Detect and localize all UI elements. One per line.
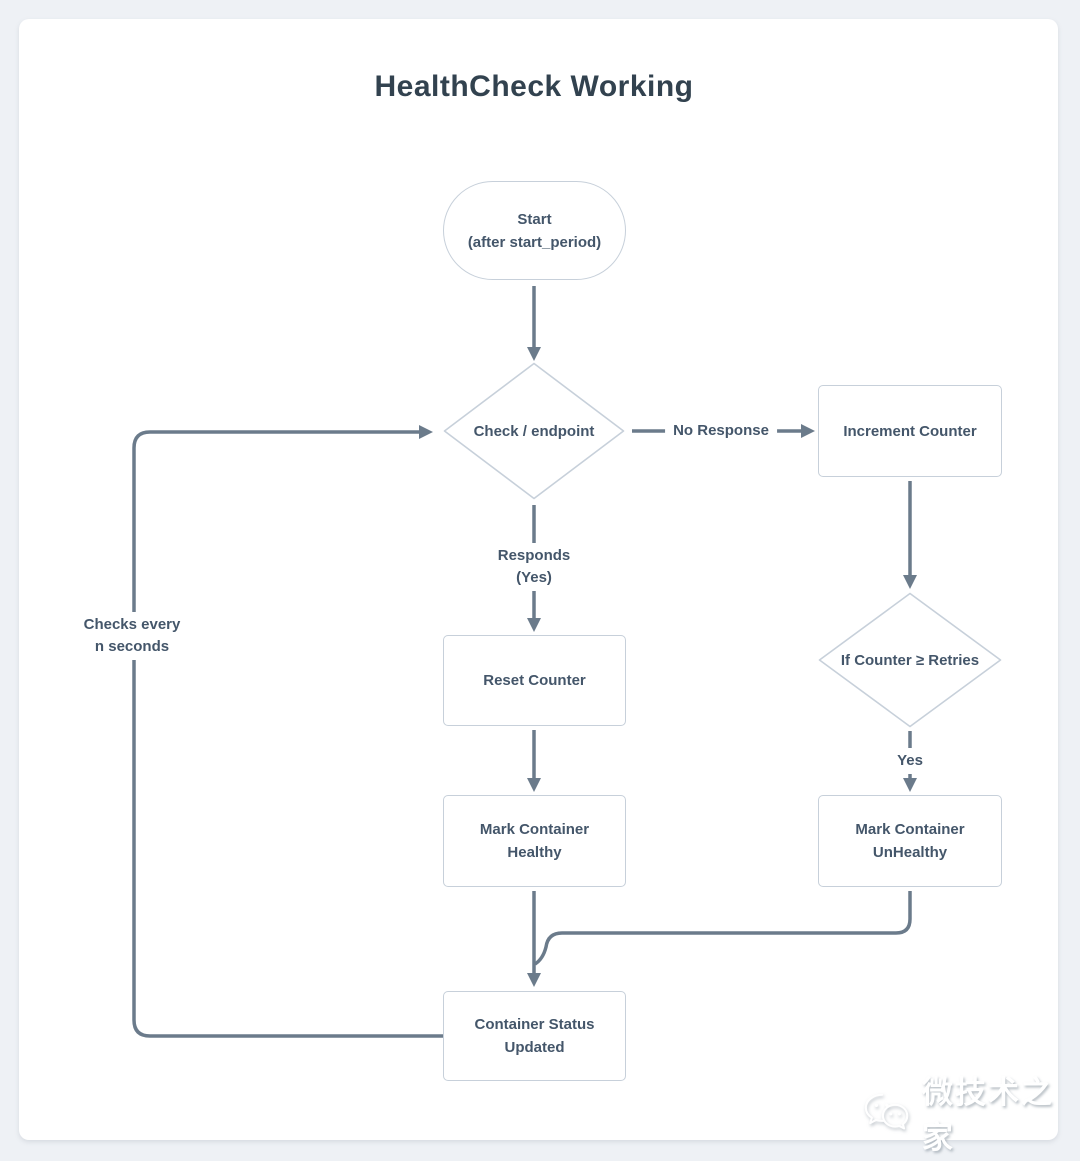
node-increment-counter-label: Increment Counter — [843, 422, 977, 440]
edge-label-yes: Yes — [889, 748, 931, 774]
node-mark-unhealthy-line1: Mark Container — [855, 821, 965, 838]
node-increment-counter: Increment Counter — [818, 385, 1002, 477]
node-mark-unhealthy-line2: UnHealthy — [872, 844, 948, 861]
watermark-text: 微技术之家 — [921, 1075, 1054, 1155]
diamond-shape — [443, 362, 625, 500]
edge-label-responds-line2: (Yes) — [516, 569, 552, 586]
diamond-shape — [818, 592, 1002, 728]
node-mark-healthy-line1: Mark Container — [479, 821, 590, 838]
node-reset-counter-label: Reset Counter — [483, 672, 586, 689]
node-mark-healthy-line2: Healthy — [507, 844, 562, 861]
node-container-status: Container Status Updated — [443, 991, 626, 1081]
node-start-line1: Start — [517, 210, 552, 228]
node-check-endpoint: Check / endpoint — [443, 362, 625, 500]
node-if-counter-retries-label: If Counter ≥ Retries — [840, 651, 980, 669]
node-mark-unhealthy: Mark Container UnHealthy — [818, 795, 1002, 887]
edge-label-loop: Checks every n seconds — [75, 612, 189, 660]
diagram-title: HealthCheck Working — [374, 70, 694, 103]
node-container-status-line1: Container Status — [474, 1016, 595, 1033]
node-mark-healthy: Mark Container Healthy — [443, 795, 626, 887]
edge-label-no-response: No Response — [665, 418, 777, 444]
watermark: 微技术之家 — [862, 1075, 1080, 1155]
edge-label-responds-line1: Responds — [497, 547, 571, 564]
node-if-counter-retries: If Counter ≥ Retries — [818, 592, 1002, 728]
node-check-endpoint-label: Check / endpoint — [473, 422, 595, 440]
node-start-line2: (after start_period) — [467, 233, 602, 251]
wechat-icon — [864, 1093, 909, 1130]
edge-label-loop-line1: Checks every — [83, 616, 181, 633]
node-reset-counter: Reset Counter — [443, 635, 626, 726]
node-container-status-line2: Updated — [504, 1039, 565, 1056]
edge-label-loop-line2: n seconds — [94, 638, 170, 655]
node-start: Start (after start_period) — [443, 181, 626, 280]
edge-label-responds: Responds (Yes) — [489, 543, 579, 591]
